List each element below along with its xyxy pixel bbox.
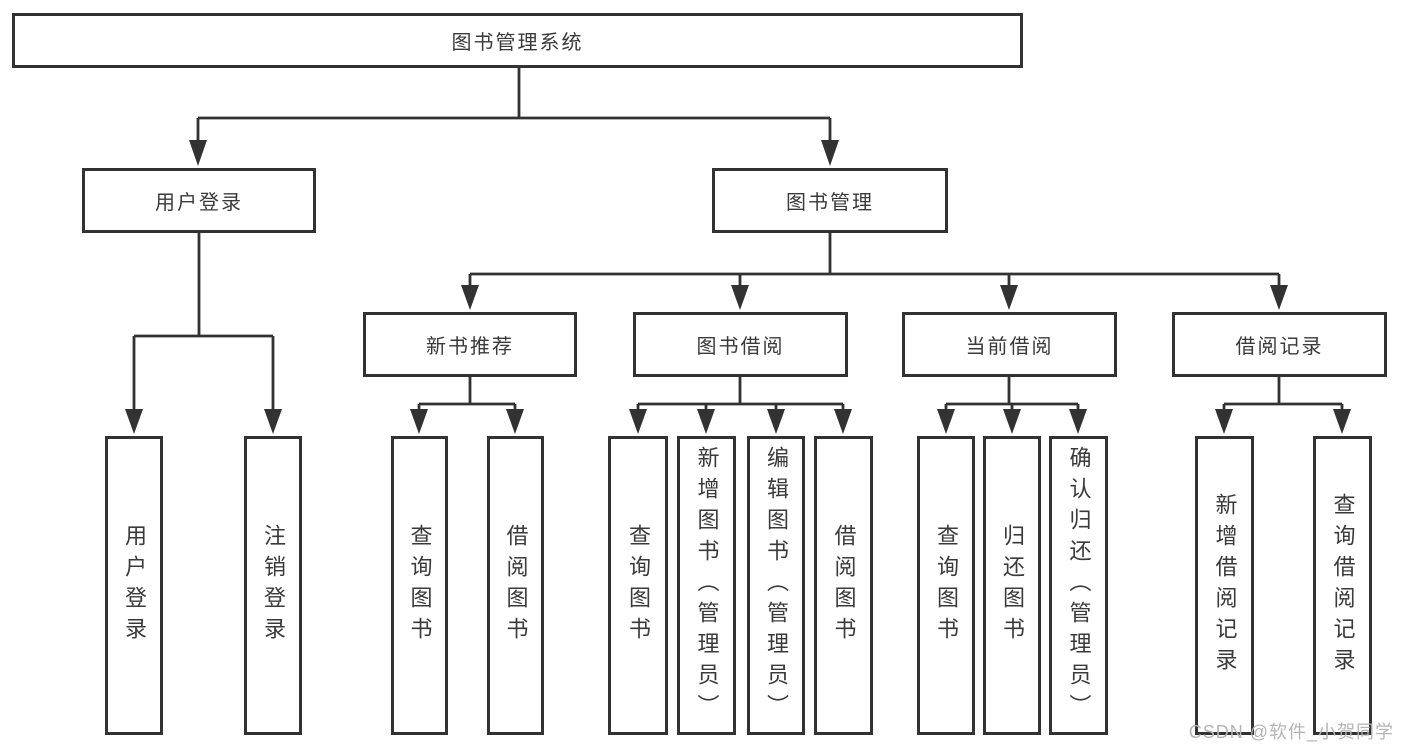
leaf-label: 借阅图书 bbox=[503, 523, 529, 648]
leaf-add-book-admin: 新增图书（管理员） bbox=[677, 436, 736, 735]
node-user-login: 用户登录 bbox=[82, 168, 316, 233]
leaf-query-books-recommend: 查询图书 bbox=[391, 436, 448, 735]
leaf-borrow-books-borrowing: 借阅图书 bbox=[814, 436, 873, 735]
leaf-label: 归还图书 bbox=[1000, 523, 1025, 648]
node-borrowing-records: 借阅记录 bbox=[1172, 312, 1387, 377]
connector-path bbox=[132, 68, 1344, 411]
node-label: 图书借阅 bbox=[696, 336, 785, 358]
leaf-label: 新增图书（管理员） bbox=[694, 446, 720, 725]
leaf-label: 查询图书 bbox=[934, 523, 959, 648]
node-label: 图书管理 bbox=[786, 192, 874, 214]
node-label: 用户登录 bbox=[155, 192, 243, 214]
node-current-borrowing: 当前借阅 bbox=[902, 312, 1117, 377]
arrowheads bbox=[125, 140, 1351, 434]
node-library-management-system: 图书管理系统 bbox=[12, 13, 1023, 68]
leaf-label: 用户登录 bbox=[122, 523, 147, 648]
leaf-label: 借阅图书 bbox=[831, 523, 857, 648]
leaf-label: 查询借阅记录 bbox=[1330, 492, 1356, 679]
leaf-label: 查询图书 bbox=[407, 523, 433, 648]
leaf-query-books-current: 查询图书 bbox=[917, 436, 975, 735]
leaf-borrow-books-recommend: 借阅图书 bbox=[487, 436, 544, 735]
leaf-user-login: 用户登录 bbox=[105, 436, 163, 735]
leaf-logout: 注销登录 bbox=[244, 436, 302, 735]
leaf-query-books-borrowing: 查询图书 bbox=[608, 436, 668, 735]
node-book-management: 图书管理 bbox=[712, 168, 948, 233]
leaf-label: 确认归还（管理员） bbox=[1066, 446, 1092, 725]
leaf-add-borrow-record: 新增借阅记录 bbox=[1195, 436, 1254, 735]
node-label: 当前借阅 bbox=[965, 336, 1054, 358]
node-label: 新书推荐 bbox=[426, 336, 514, 358]
leaf-return-book: 归还图书 bbox=[983, 436, 1041, 735]
leaf-edit-book-admin: 编辑图书（管理员） bbox=[747, 436, 805, 735]
leaf-label: 查询图书 bbox=[626, 523, 651, 648]
node-label: 借阅记录 bbox=[1235, 336, 1324, 358]
node-new-book-recommendation: 新书推荐 bbox=[363, 312, 577, 377]
node-book-borrowing: 图书借阅 bbox=[633, 312, 848, 377]
leaf-query-borrow-record: 查询借阅记录 bbox=[1313, 436, 1372, 735]
leaf-confirm-return-admin: 确认归还（管理员） bbox=[1049, 436, 1108, 735]
leaf-label: 注销登录 bbox=[261, 523, 286, 648]
node-label: 图书管理系统 bbox=[451, 32, 584, 54]
csdn-watermark: CSDN @软件_小贺同学 bbox=[1188, 722, 1394, 742]
leaf-label: 新增借阅记录 bbox=[1212, 492, 1238, 679]
leaf-label: 编辑图书（管理员） bbox=[764, 446, 789, 725]
